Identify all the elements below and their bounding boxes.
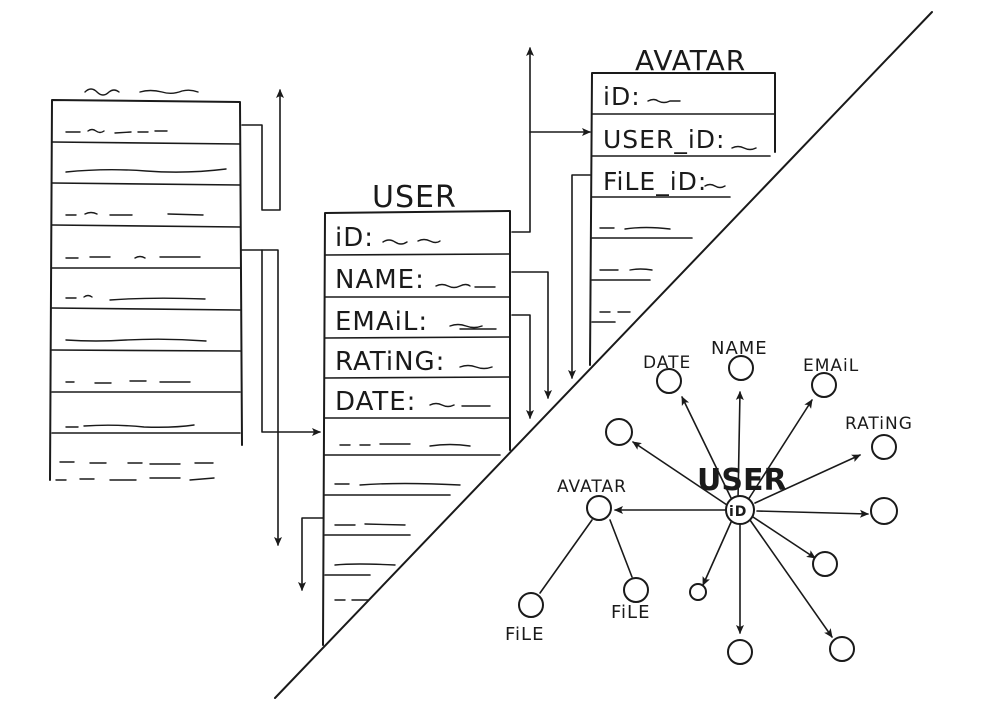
user-field-value-scribbles: [334, 238, 497, 601]
arrow-down-from-left-table: [261, 249, 282, 546]
graph-label-name: NAME: [711, 338, 768, 359]
user-field-rating: RATiNG:: [335, 347, 445, 377]
arrow-left-to-user: [241, 249, 321, 436]
user-graph: USER iD NAME DATE EMAiL RATiNG AVATAR Fi…: [505, 338, 913, 665]
graph-center-node-label: iD: [729, 504, 747, 520]
arrow-user-bottom-down: [298, 517, 324, 591]
user-table-connectors: [298, 47, 591, 591]
edge-avatar-to-file-2: [609, 519, 633, 578]
edge-avatar-to-file-1: [539, 519, 593, 594]
node-lower-right: [812, 551, 838, 577]
graph-label-email: EMAiL: [803, 356, 859, 376]
diagonal-divider: [274, 11, 933, 699]
arrow-up-from-left-table: [241, 89, 284, 211]
node-bottom: [727, 639, 753, 665]
avatar-table-title: AVATAR: [635, 44, 746, 77]
left-table-connectors: [241, 89, 321, 546]
user-field-date: DATE:: [335, 387, 416, 417]
node-user-id: [725, 495, 755, 525]
node-right: [870, 497, 898, 525]
node-email: [811, 372, 837, 398]
left-table: [49, 88, 243, 481]
graph-label-avatar: AVATAR: [557, 477, 627, 497]
edge-to-lower-right-node: [752, 516, 816, 559]
arrow-file-id-down: [568, 174, 591, 379]
user-table-rows: [324, 253, 511, 576]
graph-label-rating: RATiNG: [845, 414, 913, 434]
left-table-title-scribble: [84, 88, 199, 96]
avatar-table-rows: [591, 113, 776, 323]
edge-to-rating: [754, 454, 861, 504]
node-file-2: [623, 577, 649, 603]
left-table-rows: [51, 141, 241, 434]
user-field-name: NAME:: [335, 265, 425, 295]
avatar-table-outline: [589, 72, 776, 366]
edge-to-small-node: [702, 519, 733, 586]
avatar-field-user-id: USER_iD:: [603, 125, 725, 154]
node-small: [689, 583, 707, 601]
node-name: [728, 355, 754, 381]
node-avatar: [586, 495, 612, 521]
graph-label-file-2: FiLE: [611, 602, 650, 623]
edge-to-bottom-right-node: [749, 519, 833, 638]
avatar-field-id: iD:: [603, 82, 641, 111]
arrow-user-id-up: [511, 47, 534, 233]
node-date: [656, 368, 682, 394]
edge-to-left-node: [632, 441, 728, 506]
user-table-title: USER: [372, 180, 457, 215]
avatar-field-value-scribbles: [599, 98, 757, 313]
edge-to-right-node: [756, 509, 869, 518]
avatar-field-file-id: FiLE_iD:: [603, 167, 707, 196]
edge-to-date: [681, 396, 733, 501]
graph-center-label: USER: [697, 463, 787, 498]
node-bottom-right: [829, 636, 855, 662]
node-rating: [871, 434, 897, 460]
node-file-1: [518, 592, 544, 618]
user-field-email: EMAiL:: [335, 307, 428, 337]
arrow-name-down: [511, 271, 552, 399]
left-table-outline: [49, 99, 243, 481]
graph-label-date: DATE: [643, 353, 691, 373]
edge-to-email: [747, 399, 813, 501]
left-table-row-scribbles: [55, 128, 227, 481]
graph-edges: [539, 391, 869, 638]
edge-to-name: [735, 391, 744, 501]
user-table-outline: [322, 210, 511, 646]
arrow-email-down: [511, 314, 534, 419]
avatar-table: AVATAR iD: USER_iD: FiLE_iD:: [568, 44, 776, 379]
user-field-id: iD:: [335, 223, 374, 253]
node-left: [605, 418, 633, 446]
user-table: USER iD: NAME: EMAiL: RATiNG: DATE:: [322, 180, 511, 646]
graph-label-file-1: FiLE: [505, 624, 544, 645]
